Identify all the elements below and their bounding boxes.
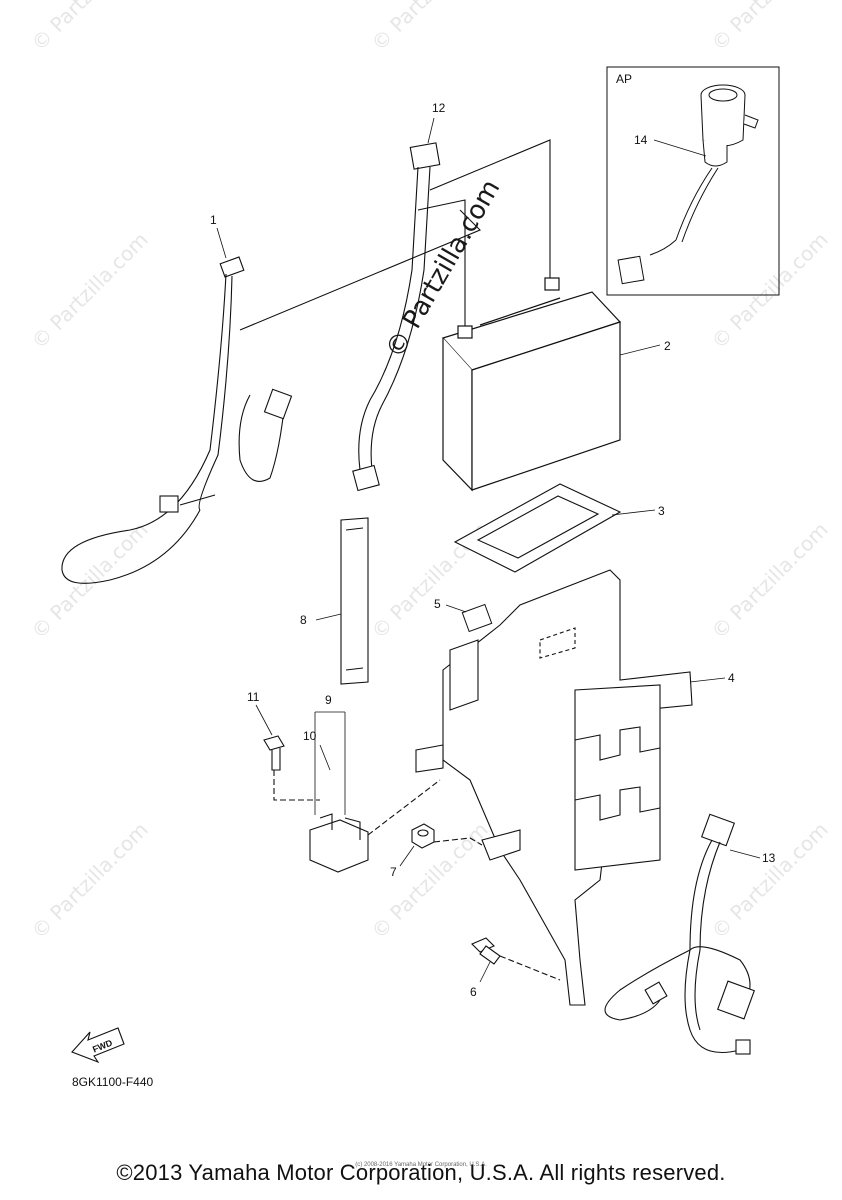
copyright-footer: ©2013 Yamaha Motor Corporation, U.S.A. A… — [116, 1160, 726, 1185]
bolt-drawing — [471, 937, 561, 981]
leader-8 — [315, 613, 342, 621]
nut-drawing — [411, 823, 483, 849]
label-13: 13 — [762, 851, 776, 865]
leader-5 — [445, 604, 467, 613]
label-14: 14 — [634, 133, 648, 147]
leader-1 — [216, 227, 227, 259]
diagram-code: 8GK1100-F440 — [72, 1075, 154, 1089]
leader-13 — [729, 849, 761, 859]
label-12: 12 — [432, 101, 446, 115]
label-6: 6 — [470, 985, 477, 999]
leader-7 — [399, 845, 415, 867]
damper-drawing — [461, 603, 493, 633]
tiny-notice: (c) 2008-2016 Yamaha Motor Corporation, … — [355, 1162, 487, 1168]
bracket-drawing — [415, 569, 693, 1006]
label-3: 3 — [658, 504, 665, 518]
watermark-2: © Partzilla.com — [367, 0, 493, 56]
watermark-3: © Partzilla.com — [707, 0, 833, 56]
label-11: 11 — [247, 690, 260, 704]
label-10: 10 — [303, 729, 317, 743]
leader-6 — [479, 961, 491, 983]
watermark-1: © Partzilla.com — [27, 0, 153, 56]
leader-11 — [255, 704, 273, 736]
leader-2 — [619, 344, 661, 356]
label-4: 4 — [728, 671, 735, 685]
leader-12 — [427, 117, 435, 144]
bolt-small-drawing — [263, 735, 320, 801]
battery-pad-drawing — [453, 483, 622, 573]
leader-14 — [653, 139, 707, 157]
label-9: 9 — [325, 693, 332, 707]
label-7: 7 — [390, 865, 397, 879]
dc-socket-drawing — [617, 84, 759, 285]
watermark-9: © Partzilla.com — [27, 817, 153, 943]
sub-harness-drawing — [604, 813, 755, 1055]
watermark-6: © Partzilla.com — [27, 517, 153, 643]
label-1: 1 — [210, 213, 217, 227]
watermark-4: © Partzilla.com — [27, 227, 153, 353]
battery-drawing — [441, 277, 622, 492]
battery-band-drawing — [340, 517, 369, 685]
battery-cable-drawing — [352, 139, 551, 492]
watermark-8: © Partzilla.com — [707, 517, 833, 643]
label-5: 5 — [434, 597, 441, 611]
fwd-arrow-icon: FWD — [71, 1027, 125, 1064]
leader-3 — [611, 509, 656, 516]
wire-harness-drawing — [61, 209, 481, 584]
watermark-5: © Partzilla.com — [707, 227, 833, 353]
label-2: 2 — [664, 339, 671, 353]
label-8: 8 — [300, 613, 307, 627]
inset-label: AP — [616, 72, 632, 86]
leader-10 — [319, 744, 331, 771]
leader-4 — [689, 677, 726, 683]
ap-inset: AP 14 — [606, 66, 780, 296]
starter-relay-drawing — [309, 779, 441, 873]
